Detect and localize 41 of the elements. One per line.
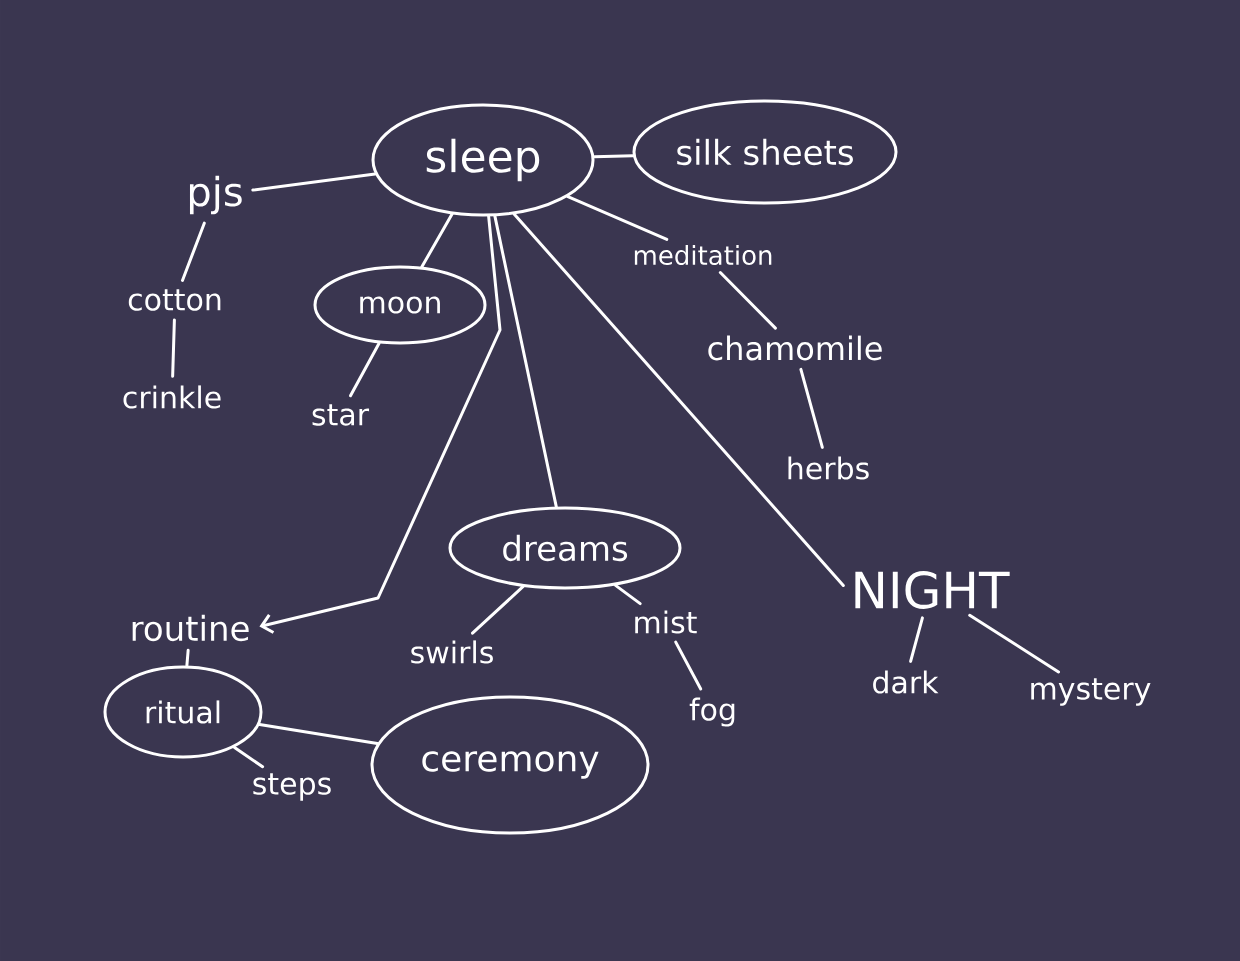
- topic-word: star: [312, 404, 370, 426]
- connector-line: [233, 745, 265, 769]
- connector-line: [180, 221, 206, 282]
- topic-word: swirls: [411, 640, 493, 664]
- connector-line: [512, 212, 845, 587]
- topic-word: pjs: [189, 175, 242, 215]
- topic-oval: ceremony: [370, 695, 650, 835]
- topic-word: mystery: [1031, 678, 1151, 706]
- topic-word: chamomile: [708, 335, 882, 361]
- connector-line: [251, 172, 377, 192]
- arrow: [259, 214, 502, 634]
- connector-line: [471, 585, 525, 635]
- connector-line: [718, 271, 777, 330]
- topic-word: herbs: [788, 456, 869, 480]
- topic-word: crinkle: [123, 385, 221, 409]
- topic-word: steps: [253, 773, 331, 801]
- topic-word: NIGHT: [855, 571, 1010, 609]
- topic-word: meditation: [634, 244, 772, 266]
- connector-line: [258, 722, 379, 745]
- topic-oval: moon: [313, 265, 487, 345]
- connector-line: [349, 341, 381, 398]
- topic-word: fog: [689, 697, 735, 727]
- connector-line: [493, 214, 558, 509]
- connector-line: [614, 583, 642, 606]
- topic-oval: ritual: [103, 665, 263, 759]
- connector-line: [566, 195, 669, 241]
- topic-oval: sleep: [371, 103, 595, 217]
- connector-line: [592, 154, 635, 159]
- topic-word: dark: [873, 670, 939, 694]
- connector-line: [171, 318, 176, 378]
- connector-line: [674, 640, 703, 691]
- topic-word: cotton: [128, 289, 221, 311]
- topic-oval: dreams: [448, 506, 682, 590]
- connector-line: [799, 367, 824, 449]
- connector-line: [909, 616, 924, 663]
- topic-oval: silk sheets: [632, 99, 898, 205]
- topic-word: routine: [132, 614, 249, 642]
- connector-line: [185, 648, 190, 668]
- connector-line: [420, 212, 454, 269]
- topic-word: mist: [635, 610, 697, 634]
- connector-line: [968, 613, 1061, 674]
